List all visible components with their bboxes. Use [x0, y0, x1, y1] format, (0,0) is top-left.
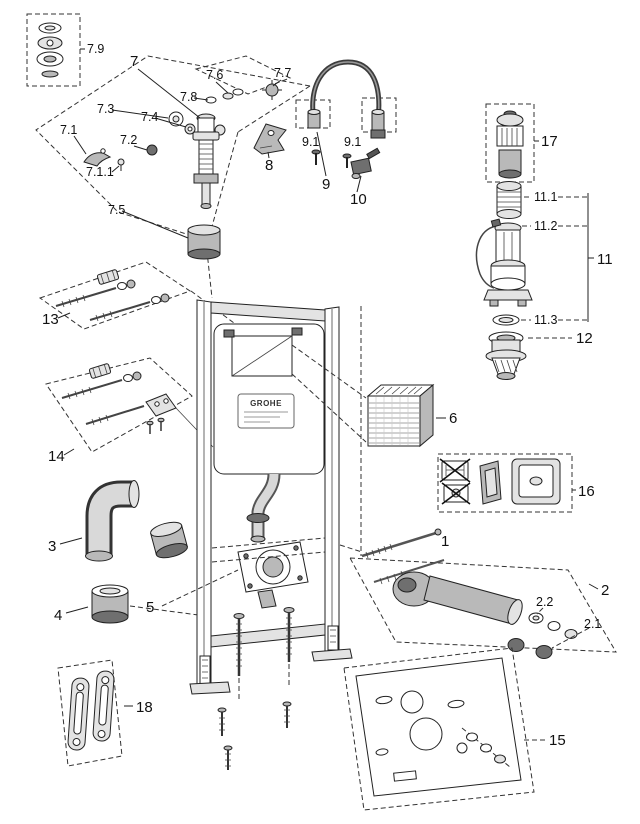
frame-top-bar: [210, 301, 326, 322]
crossed-out-icon-2: [441, 482, 471, 505]
mounting-frame-group: GROHE: [146, 299, 363, 770]
part-label-7-1: 7.1: [60, 123, 77, 137]
fixing-set-part-13: 13: [38, 261, 239, 330]
part-label-8: 8: [265, 157, 273, 174]
screw-part-9-1-left: [311, 149, 321, 165]
part-label-1: 1: [441, 533, 449, 550]
frame-left-foot: [189, 681, 231, 695]
access-box-part-6: 6: [291, 344, 457, 448]
part-label-11-1: 11.1: [534, 190, 557, 204]
part-label-14: 14: [48, 448, 65, 465]
threaded-rod: [85, 405, 145, 425]
part-label-2: 2: [601, 582, 609, 599]
floor-bolts: [217, 607, 295, 770]
flush-valve-body-part-11-2: [475, 218, 533, 307]
part-label-7-4: 7.4: [141, 110, 158, 124]
mounting-plate-small: [479, 460, 502, 505]
flush-valve-group: 11.1 11.2 11.3 11: [475, 181, 613, 327]
frame-right-foot: [311, 648, 353, 662]
part-label-7-2: 7.2: [120, 133, 137, 147]
part-label-15: 15: [549, 732, 566, 749]
seal-kit-part-7-9: 7.9: [26, 13, 104, 87]
part-label-9: 9: [322, 176, 330, 193]
part-label-13: 13: [42, 311, 59, 328]
part-label-5: 5: [146, 599, 154, 616]
support-brackets-part-18: 18: [57, 659, 153, 767]
nut-part-7-2: [146, 144, 158, 156]
part-label-3: 3: [48, 538, 56, 555]
frame-bottom-bar: [210, 623, 326, 648]
part-label-9-1b: 9.1: [344, 135, 361, 149]
fixing-set-part-14: 14: [45, 357, 214, 465]
part-label-11-3: 11.3: [534, 313, 557, 327]
part-label-7-7: 7.7: [274, 66, 291, 80]
part-label-11: 11: [597, 251, 613, 268]
part-label-18: 18: [136, 699, 153, 716]
bracket-part-7-1: [83, 148, 112, 167]
part-label-7-3: 7.3: [97, 102, 114, 116]
bracket-left: [67, 677, 90, 751]
fitting-part-7-7: [262, 80, 282, 100]
part-label-7-5: 7.5: [108, 203, 125, 217]
part-label-10: 10: [350, 191, 367, 208]
mounting-clip: [145, 393, 177, 417]
crossed-out-icon-1: [439, 458, 471, 483]
part-label-6: 6: [449, 410, 457, 427]
pipe-sleeve: [150, 521, 188, 559]
valve-seat-part-12: 12: [485, 330, 593, 380]
sound-insulation-panel-15: 15: [343, 647, 566, 811]
threaded-tube-part-11-1: [496, 181, 522, 219]
angle-valve-part-10: [350, 147, 381, 179]
part-label-7-9: 7.9: [87, 42, 104, 56]
outlet-pipe-group-2: 2 2.2 2.1: [349, 557, 617, 659]
washers-part-7-6: [222, 88, 244, 100]
threaded-rod: [55, 287, 117, 307]
part-label-2-1: 2.1: [584, 617, 601, 631]
fill-valve-group: 7 7.6 7.7 7.8 7.3 7.4 7.1 7.2 7.1.1 7.5: [35, 53, 311, 299]
part-label-17: 17: [541, 133, 558, 150]
threaded-rod: [373, 559, 445, 583]
elbow-pipe-part-3: 3: [48, 480, 188, 562]
seal-sleeve-part-4: 4: [54, 584, 207, 624]
brand-text: GROHE: [250, 399, 282, 408]
part-label-7: 7: [130, 53, 138, 70]
flush-plate-group-16: 16: [437, 453, 595, 513]
float-wire: [475, 225, 497, 289]
part-label-9-1a: 9.1: [302, 135, 319, 149]
bracket-right: [92, 670, 115, 742]
screw-part-9-1-right: [342, 153, 352, 168]
float-cup-part-17: 17: [485, 103, 558, 183]
part-label-12: 12: [576, 330, 593, 347]
cistern-tank: GROHE: [213, 323, 325, 475]
part-label-2-2: 2.2: [536, 595, 553, 609]
threaded-rod-part-1: 1: [361, 528, 449, 559]
actuation-plate: [511, 458, 561, 505]
part-label-7-6: 7.6: [206, 68, 223, 82]
flush-bend: [246, 473, 281, 543]
threaded-rod: [61, 379, 123, 399]
part-label-7-1-1: 7.1.1: [86, 165, 114, 179]
grohe-badge: GROHE: [237, 393, 295, 429]
cap-part-7-5: [187, 224, 221, 260]
outlet-pipe: [423, 575, 523, 625]
fill-valve-body: [192, 113, 226, 209]
part-label-4: 4: [54, 607, 62, 624]
outlet-connector: [237, 541, 309, 609]
part-label-16: 16: [578, 483, 595, 500]
threaded-rod: [89, 301, 151, 321]
part-label-7-8: 7.8: [180, 90, 197, 104]
screw-part-7-1-1: [117, 158, 125, 171]
part-label-11-2: 11.2: [534, 219, 557, 233]
wall-bracket-part-8: 8: [253, 123, 287, 174]
inlet-hose-group: 9.1 9.1 9 10: [295, 59, 397, 208]
